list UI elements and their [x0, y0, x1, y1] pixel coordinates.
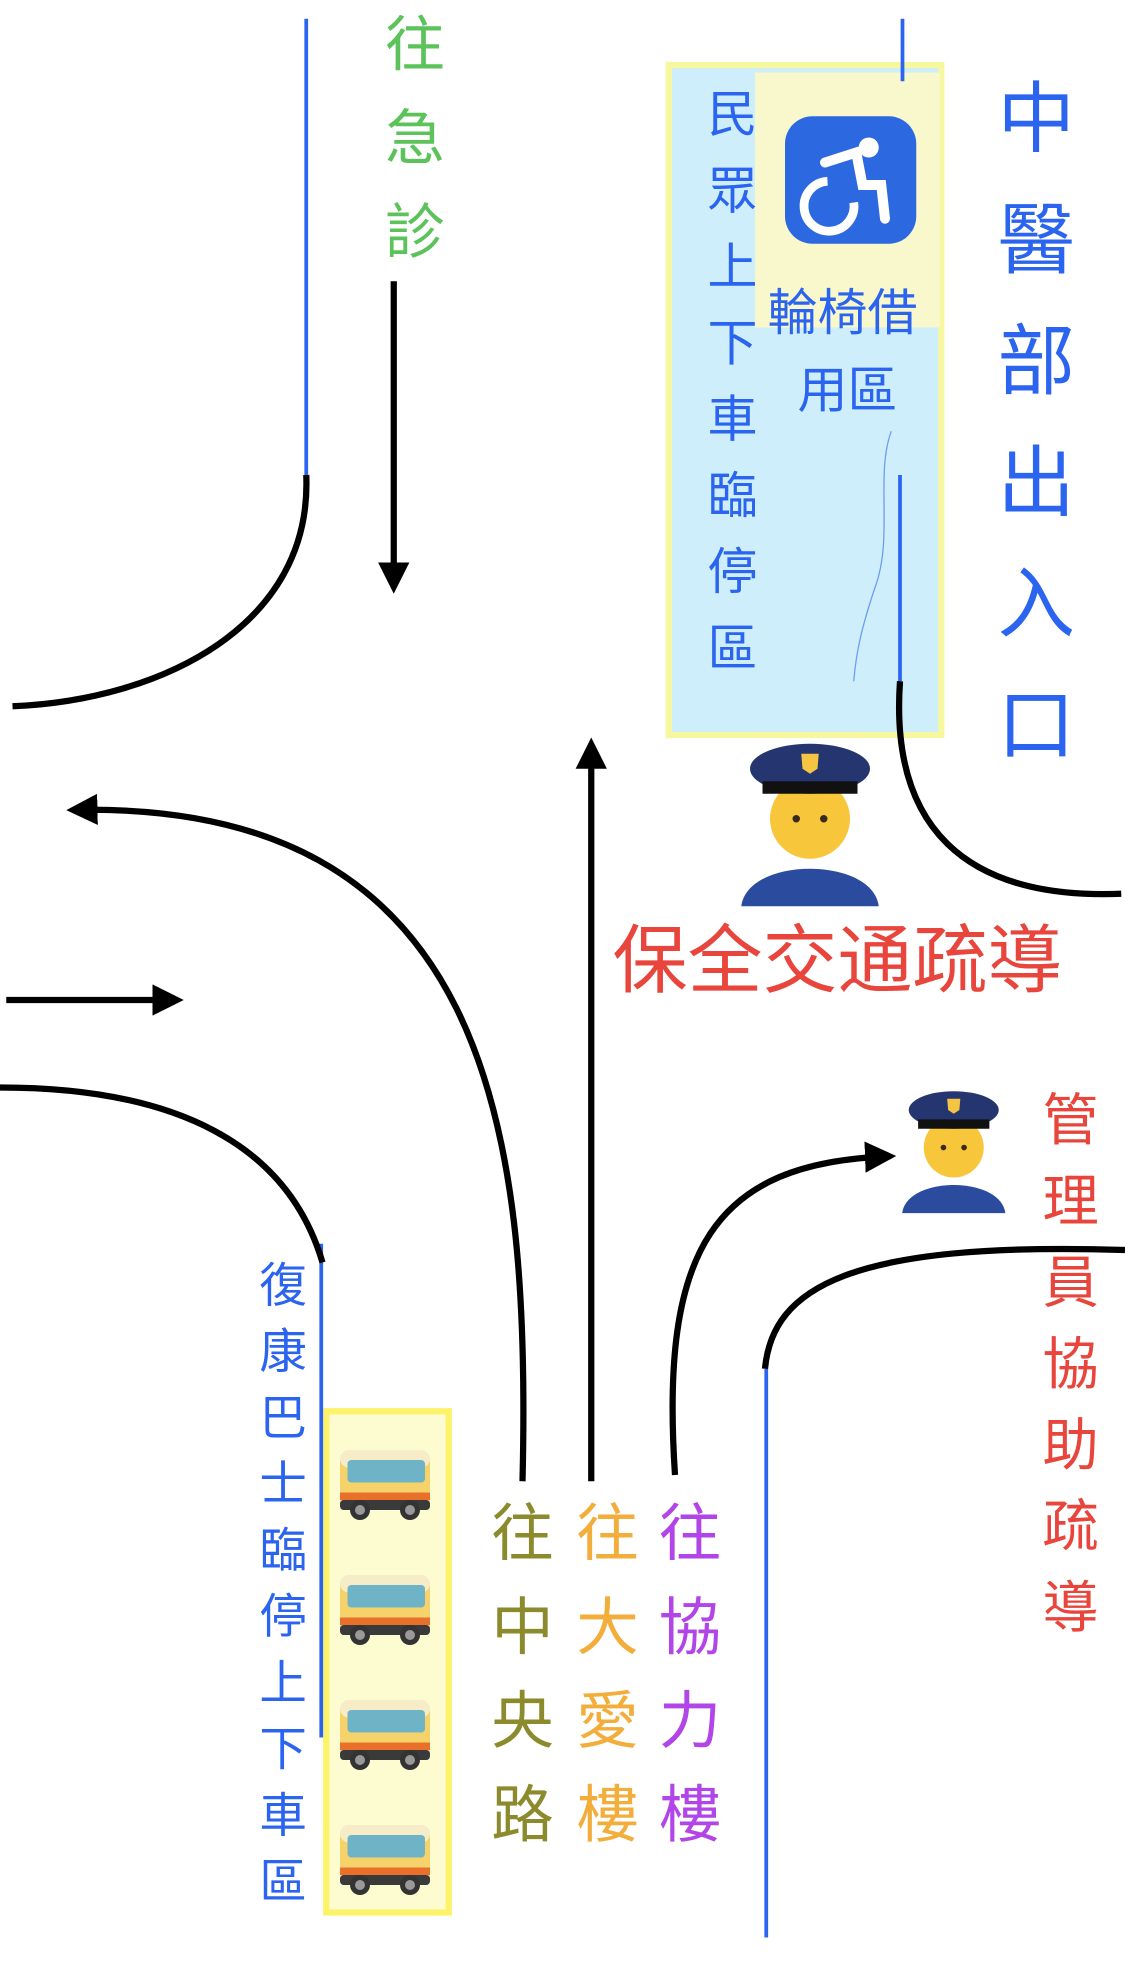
police-officer-icon [902, 1091, 1006, 1214]
wheelchair-icon [785, 116, 917, 244]
security-traffic-label: 保全交通疏導 [612, 917, 1063, 1006]
to-emergency-label: 往急診 [373, 12, 444, 294]
arrow-left-turn [66, 793, 527, 1482]
arrow-to-manager [669, 1141, 897, 1476]
to-xieli-building-label: 往協力樓 [648, 1500, 722, 1875]
road-edge-bottom-left [0, 1084, 326, 1264]
public-dropoff-label: 民眾上下車臨停區 [698, 87, 757, 698]
to-daai-building-label: 往大愛樓 [566, 1500, 639, 1875]
rehab-bus-zone-label: 復康巴士臨停上下車區 [251, 1260, 307, 1923]
to-zhongyang-road-label: 往中央路 [481, 1500, 554, 1875]
wheelchair-label-line2: 用區 [797, 362, 898, 421]
bus-icon [340, 1700, 430, 1770]
bus-icon [340, 1450, 430, 1520]
curb-lines [304, 18, 905, 1938]
wheelchair-label-line1: 輪椅借 [767, 285, 918, 343]
bus-icon [340, 1575, 430, 1645]
roads [0, 281, 1125, 1482]
road-edge-bottom-right [761, 1245, 1125, 1370]
police-officer-icon [741, 743, 879, 907]
manager-assist-label: 管理員協助疏導 [1032, 1090, 1099, 1659]
road-edge-top-left [12, 474, 310, 710]
road-edge-right-top [896, 681, 1122, 898]
tcm-entrance-label: 中醫部出入口 [983, 77, 1075, 806]
bus-icon [340, 1825, 430, 1895]
